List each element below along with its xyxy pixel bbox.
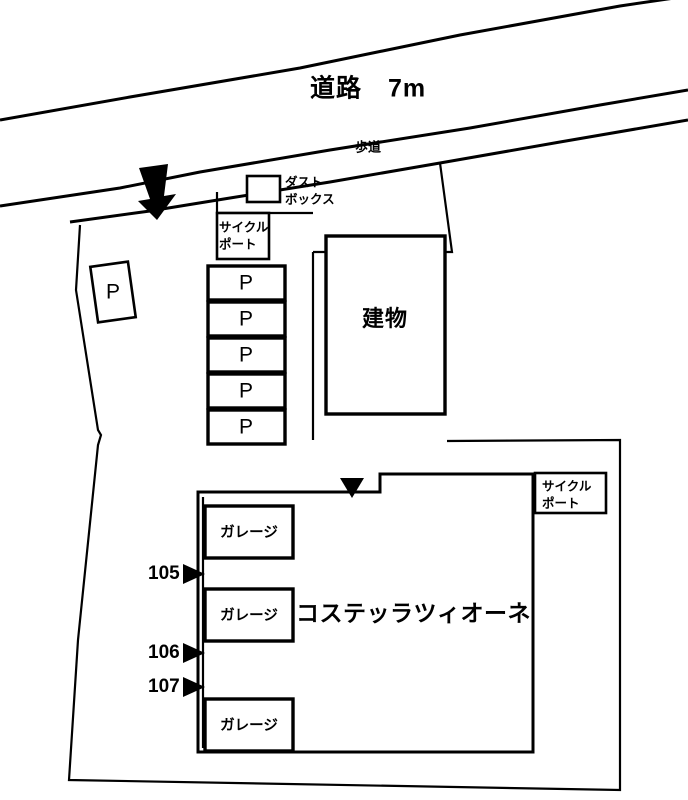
street-parking-label: P xyxy=(106,281,120,304)
unit-pointer-106-icon xyxy=(183,643,205,663)
cycle-port-right-label-line1: サイクル xyxy=(542,479,592,493)
parking-space-label-2: P xyxy=(239,308,253,331)
parking-space-label-5: P xyxy=(239,416,253,439)
cycle-port-right: サイクル ポート xyxy=(533,471,608,515)
dust-box: ダスト ボックス xyxy=(245,174,335,206)
building-entrance-triangle-icon xyxy=(340,478,364,498)
parking-space-box-4 xyxy=(206,372,287,410)
cycle-port-top-box xyxy=(215,211,271,261)
building: 建物 xyxy=(324,234,447,416)
cycle-port-top-label-line2: ポート xyxy=(219,236,257,251)
parking-space-box-5 xyxy=(206,408,287,446)
boundary-outline xyxy=(67,224,622,792)
property-name-label: コステッラツィオーネ xyxy=(296,600,531,626)
cycle-port-right-box xyxy=(533,471,608,515)
parking-space-label-1: P xyxy=(239,272,253,295)
cycle-port-top: サイクル ポート xyxy=(215,192,313,261)
garage-label-3: ガレージ xyxy=(220,717,278,734)
garage-box-2 xyxy=(203,587,295,643)
cycle-port-right-label-line2: ポート xyxy=(542,495,580,510)
unit-number-107: 107 xyxy=(148,676,180,697)
unit-marker-106: 106 xyxy=(148,642,205,663)
parking-space-box-2 xyxy=(206,300,287,338)
apartment-block-outline xyxy=(196,472,535,754)
unit-pointer-107-icon xyxy=(183,677,205,697)
street-parking-box xyxy=(88,260,138,324)
parking-space-label-4: P xyxy=(239,380,253,403)
parking-column: P P P P P xyxy=(206,264,287,446)
parking-space-box-1 xyxy=(206,264,287,302)
road-lines xyxy=(0,0,688,208)
road-label: 道路 7m xyxy=(310,74,426,103)
cycle-port-top-label-line1: サイクル xyxy=(219,220,269,234)
sidewalk-label: 歩道 xyxy=(355,139,381,154)
road-upper-edge xyxy=(0,0,672,122)
entrance-arrow-icon xyxy=(138,164,176,220)
unit-number-106: 106 xyxy=(148,642,180,663)
parking-space-label-3: P xyxy=(239,344,253,367)
unit-pointer-105-icon xyxy=(183,564,205,584)
dust-box-label-line1: ダスト xyxy=(285,174,323,189)
unit-number-105: 105 xyxy=(148,563,180,584)
parking-space-box-3 xyxy=(206,336,287,374)
garage-label-1: ガレージ xyxy=(220,524,278,541)
building-box xyxy=(324,234,447,416)
garage-box-3 xyxy=(203,697,295,753)
garage-label-2: ガレージ xyxy=(220,607,278,624)
entrance-arrow-shape xyxy=(138,164,176,220)
unit-marker-107: 107 xyxy=(148,676,205,697)
dust-box-label-line2: ボックス xyxy=(285,191,335,206)
garage-column: ガレージ ガレージ ガレージ xyxy=(203,504,295,753)
garage-box-1 xyxy=(203,504,295,560)
building-label: 建物 xyxy=(362,306,408,331)
dust-box-shape xyxy=(245,174,282,204)
unit-marker-105: 105 xyxy=(148,563,205,584)
apartment-block: コステッラツィオーネ xyxy=(196,472,535,754)
road-lower-edge xyxy=(0,88,688,208)
street-parking-space: P xyxy=(88,260,138,324)
